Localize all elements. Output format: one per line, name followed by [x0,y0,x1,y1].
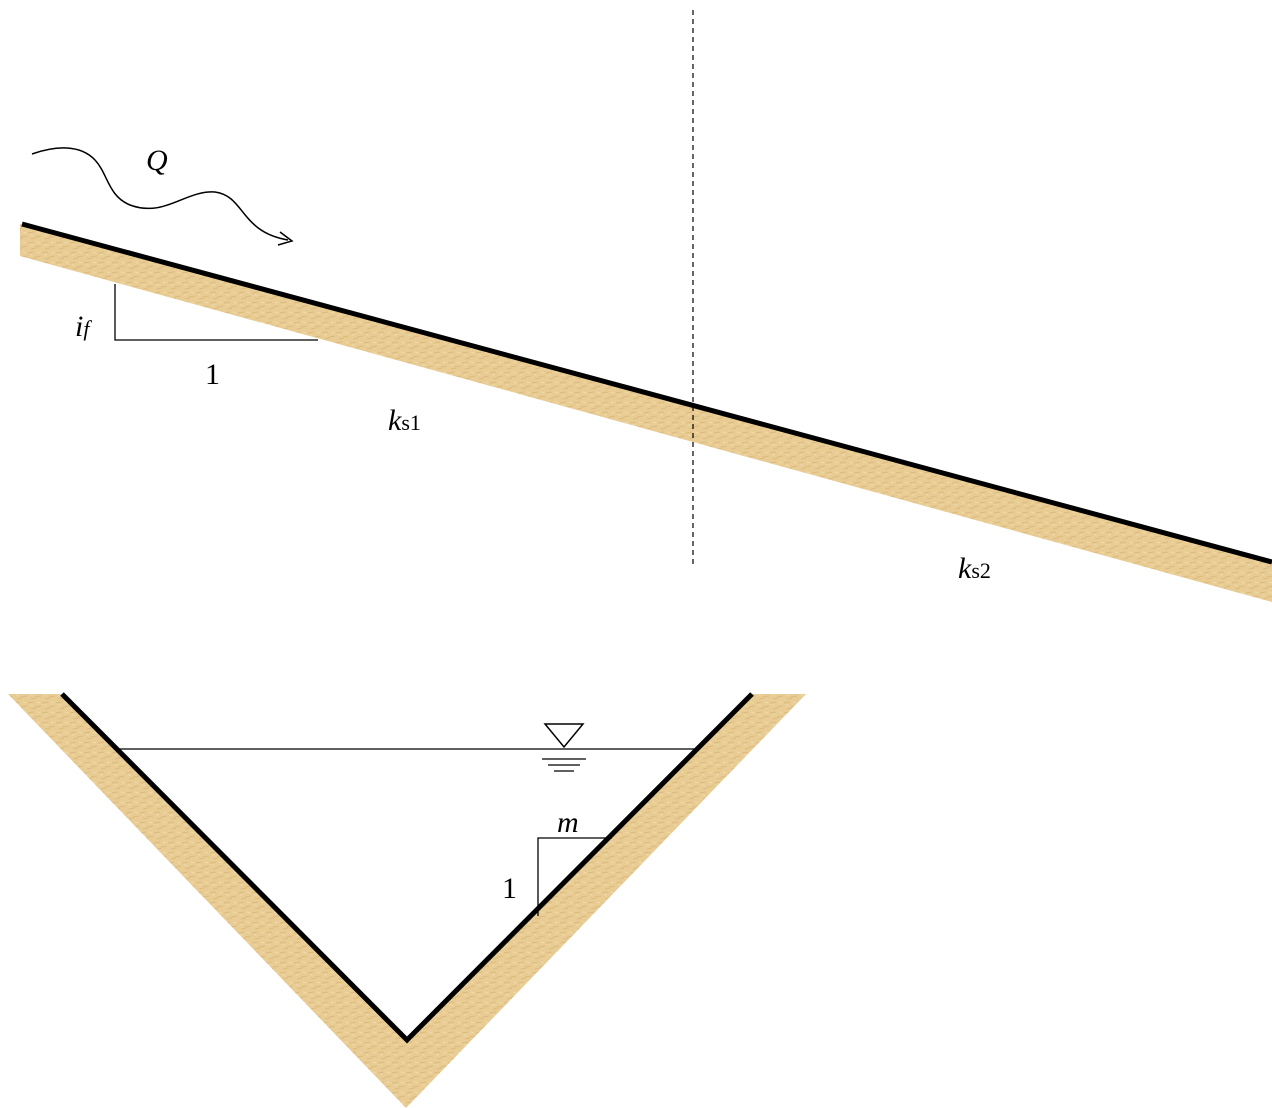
side-slope-label: m [557,806,579,839]
cross-section-bed-line [60,692,754,1044]
cross-section-ground [8,694,806,1108]
channel-profile: Q if 1 ks1 ks2 [20,10,1272,602]
channel-bed-line [21,221,1272,565]
side-slope-triangle [537,837,612,916]
reach-1-roughness-label: ks1 [388,404,421,437]
flow-label: Q [146,144,168,177]
slope-triangle [114,284,318,341]
water-level-symbol [542,723,586,772]
flow-arrowhead [277,231,294,246]
slope-label: if [75,310,92,343]
slope-run-label: 1 [205,358,220,391]
side-rise-label: 1 [502,872,517,905]
channel-bed-ground [20,224,1272,602]
cross-section: m 1 [8,692,806,1108]
flow-arrow [31,147,289,241]
reach-2-roughness-label: ks2 [958,552,991,585]
